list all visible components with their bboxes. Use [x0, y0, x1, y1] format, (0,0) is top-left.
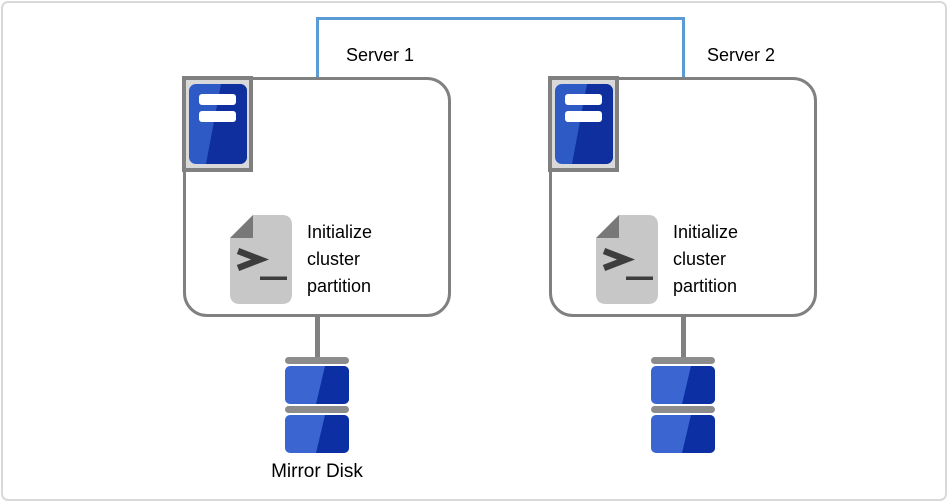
server-1-box: Initialize cluster partition: [182, 76, 451, 317]
mirror-disk-icon-right: [651, 357, 715, 453]
shell-script-icon: [596, 215, 658, 304]
interconnect-line-horizontal: [316, 17, 685, 20]
server-2-label: Server 2: [707, 45, 776, 65]
prompt-underscore: [626, 276, 653, 280]
interconnect-line-right-drop: [682, 17, 685, 78]
prompt-underscore: [260, 276, 287, 280]
script-label: Initialize cluster partition: [673, 222, 739, 296]
shell-script-icon: [230, 215, 292, 304]
mirror-disk-icon-left: [285, 357, 349, 453]
tower-server-glyph: [188, 84, 247, 164]
server-1-label: Server 1: [346, 45, 415, 65]
script-label: Initialize cluster partition: [307, 222, 373, 296]
interconnect-line-left-drop: [316, 17, 319, 78]
disk-connector-stem-right: [681, 312, 686, 362]
tower-server-icon: [182, 76, 253, 172]
prompt-chevron: [602, 247, 636, 272]
server-2-box: Initialize cluster partition: [548, 76, 817, 317]
prompt-chevron: [236, 247, 270, 272]
mirror-disk-label: Mirror Disk: [271, 461, 363, 482]
tower-server-icon: [548, 76, 619, 172]
tower-server-glyph: [554, 84, 613, 164]
disk-connector-stem-left: [315, 312, 320, 362]
